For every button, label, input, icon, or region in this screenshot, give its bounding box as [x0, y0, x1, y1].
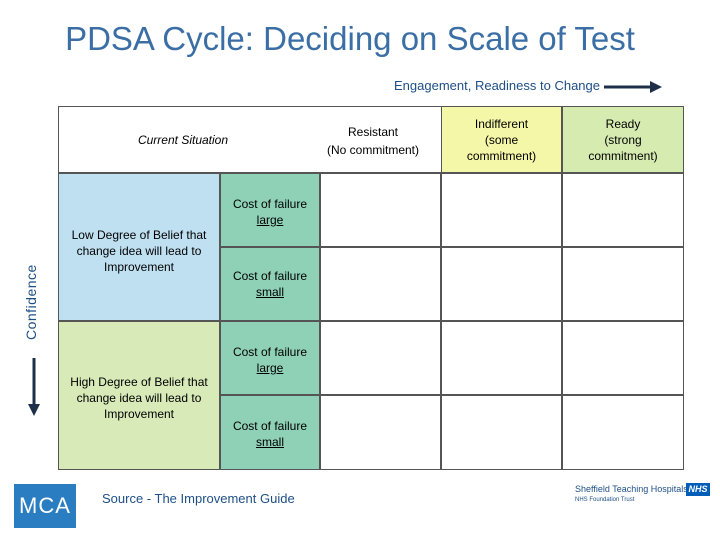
mca-logo: MCA	[14, 484, 76, 528]
ready-header: Ready (strong commitment)	[562, 106, 684, 173]
cost-prefix: Cost of failure	[232, 197, 308, 211]
grid-cell	[441, 247, 562, 321]
grid-cell	[441, 321, 562, 395]
current-situation-label: Current Situation	[137, 133, 229, 147]
confidence-label: Confidence	[23, 264, 39, 340]
high-belief-text: High Degree of Belief that change idea w…	[70, 375, 208, 421]
low-belief-text: Low Degree of Belief that change idea wi…	[71, 228, 207, 274]
cost-size: small	[255, 285, 284, 299]
ready-sub-label-1: (strong	[604, 132, 642, 147]
cost-prefix: Cost of failure	[232, 419, 308, 433]
indifferent-sub-label-1: (some	[484, 132, 519, 147]
high-belief-row-label: High Degree of Belief that change idea w…	[58, 321, 220, 470]
source-citation: Source - The Improvement Guide	[102, 491, 295, 506]
cost-cell-low-large: Cost of failure large	[220, 173, 320, 247]
engagement-label: Engagement, Readiness to Change	[394, 78, 600, 93]
cost-size: large	[256, 361, 284, 375]
grid-cell	[320, 395, 441, 470]
cost-prefix: Cost of failure	[232, 269, 308, 283]
grid-cell	[562, 173, 684, 247]
down-arrow-icon	[28, 358, 40, 416]
grid-cell	[320, 247, 441, 321]
right-arrow-icon	[604, 81, 662, 93]
cost-size: small	[255, 435, 284, 449]
resistant-label: Resistant	[347, 125, 399, 139]
grid-cell	[562, 321, 684, 395]
grid-cell	[320, 173, 441, 247]
grid-cell	[562, 247, 684, 321]
page-title: PDSA Cycle: Deciding on Scale of Test	[65, 20, 635, 57]
grid-cell	[441, 173, 562, 247]
indifferent-label: Indifferent	[474, 116, 529, 131]
indifferent-header: Indifferent (some commitment)	[441, 106, 562, 173]
ready-sub-label-2: commitment)	[588, 148, 658, 163]
resistant-sub-label: (No commitment)	[326, 143, 419, 157]
grid-cell	[441, 395, 562, 470]
resistant-header: Resistant (No commitment)	[310, 123, 436, 159]
cost-cell-high-small: Cost of failure small	[220, 395, 320, 470]
trust-name: Sheffield Teaching Hospitals	[575, 484, 688, 494]
indifferent-sub-label-2: commitment)	[466, 148, 537, 163]
cost-cell-high-large: Cost of failure large	[220, 321, 320, 395]
grid-cell	[562, 395, 684, 470]
cost-prefix: Cost of failure	[232, 345, 308, 359]
cost-cell-low-small: Cost of failure small	[220, 247, 320, 321]
nhs-logo: NHS	[686, 483, 710, 496]
cost-size: large	[256, 213, 284, 227]
ready-label: Ready	[605, 116, 641, 131]
grid-cell	[320, 321, 441, 395]
trust-subtitle: NHS Foundation Trust	[575, 497, 635, 503]
low-belief-row-label: Low Degree of Belief that change idea wi…	[58, 173, 220, 321]
